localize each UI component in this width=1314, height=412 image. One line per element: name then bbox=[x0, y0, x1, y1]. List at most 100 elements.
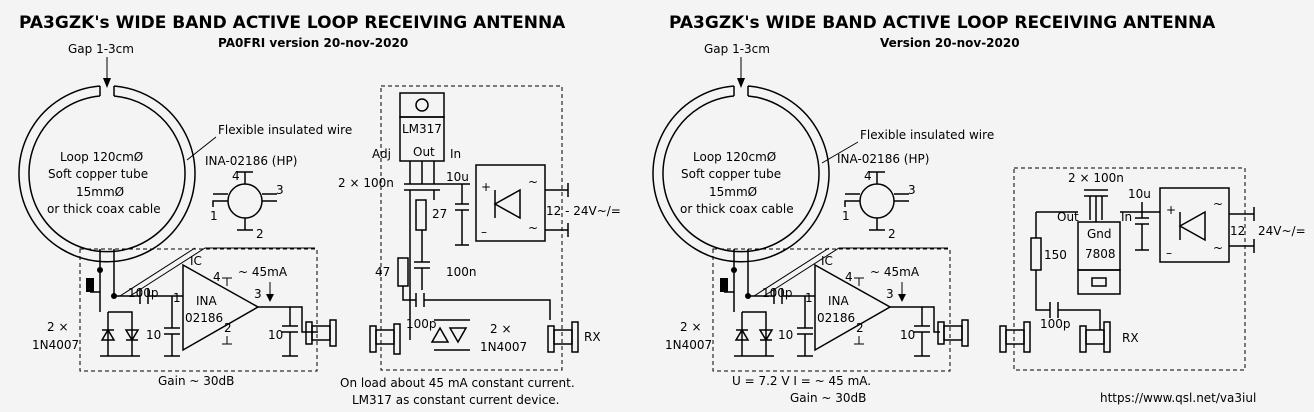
right-amp-pin-4: 4 bbox=[845, 270, 853, 284]
right-supply-label: 24V~/= bbox=[1258, 224, 1306, 238]
right-flex-wire-label: Flexible insulated wire bbox=[860, 128, 994, 142]
right-amp-pin-1: 1 bbox=[805, 291, 813, 305]
right-pin-4: 4 bbox=[864, 169, 872, 183]
left-bridge-plus-icon: + bbox=[481, 180, 491, 194]
left-input-cap bbox=[114, 288, 183, 304]
right-cap-10-b: 10 bbox=[900, 328, 915, 342]
left-diodes2-part: 1N4007 bbox=[480, 340, 527, 354]
right-amp-pin-3: 3 bbox=[886, 287, 894, 301]
left-cap-100n: 100n bbox=[446, 265, 477, 279]
left-bridge-ac1-icon: ~ bbox=[528, 175, 538, 189]
left-caps-2x100n: 2 × 100n bbox=[338, 176, 394, 190]
left-reg-out: Out bbox=[413, 145, 435, 159]
left-diodes-part: 1N4007 bbox=[32, 338, 79, 352]
right-cap-100p-2: 100p bbox=[1040, 317, 1071, 331]
right-ina-part-label: INA-02186 (HP) bbox=[837, 152, 929, 166]
left-loop bbox=[18, 85, 196, 263]
right-pin-3: 3 bbox=[908, 183, 916, 197]
left-pin-2: 2 bbox=[256, 227, 264, 241]
right-loop-line-3: 15mmØ bbox=[709, 185, 757, 199]
right-bridge-plus-icon: + bbox=[1166, 203, 1176, 217]
left-gap-arrowhead bbox=[103, 78, 111, 88]
left-psu-box bbox=[380, 85, 563, 371]
left-r27 bbox=[415, 199, 427, 231]
right-cap-10-a: 10 bbox=[778, 328, 793, 342]
right-gap-arrowhead bbox=[737, 78, 745, 88]
left-subtitle: PA0FRI version 20-nov-2020 bbox=[218, 36, 408, 50]
left-output-connector-icon bbox=[305, 319, 337, 347]
left-reg-in: In bbox=[450, 147, 461, 161]
left-r47-label: 47 bbox=[375, 265, 390, 279]
left-supply-label: 12 - 24V~/= bbox=[546, 204, 621, 218]
left-amp-pin-2: 2 bbox=[224, 321, 232, 335]
right-subtitle: Version 20-nov-2020 bbox=[880, 36, 1020, 50]
left-r27-label: 27 bbox=[432, 207, 447, 221]
right-rx-connector-icon bbox=[1079, 321, 1111, 353]
right-flex-wire-pointer bbox=[821, 141, 859, 164]
left-pin-1: 1 bbox=[210, 209, 218, 223]
right-ina-name-1: INA bbox=[828, 294, 850, 308]
left-cap-10-b: 10 bbox=[268, 328, 283, 342]
right-loop-line-2: Soft copper tube bbox=[681, 167, 781, 181]
left-r47 bbox=[397, 257, 409, 287]
left-ina-package-icon bbox=[212, 171, 277, 231]
right-7808-regulator bbox=[1077, 221, 1121, 295]
right-bridge-ac1-icon: ~ bbox=[1213, 197, 1223, 211]
left-flex-wire-pointer bbox=[186, 136, 217, 161]
right-output-connector-icon bbox=[937, 319, 969, 347]
right-pin-2: 2 bbox=[888, 227, 896, 241]
left-ina-name-2: 02186 bbox=[185, 311, 223, 325]
left-loop-line-1: Loop 120cmØ bbox=[60, 150, 143, 164]
right-ground-tab bbox=[720, 278, 728, 292]
left-bridge-rectifier bbox=[475, 164, 546, 242]
left-note-1: On load about 45 mA constant current. bbox=[340, 376, 575, 390]
left-lm317-regulator bbox=[399, 92, 445, 184]
left-cap-10-a: 10 bbox=[146, 328, 161, 342]
left-gain-label: Gain ~ 30dB bbox=[158, 374, 234, 388]
left-bridge-ac2-icon: ~ bbox=[528, 221, 538, 235]
left-input-connector-icon bbox=[369, 323, 401, 355]
right-diodes-part: 1N4007 bbox=[665, 338, 712, 352]
left-diodes2-count: 2 × bbox=[490, 322, 512, 336]
right-loop bbox=[652, 85, 830, 263]
right-amplifier-triangle bbox=[814, 263, 892, 352]
right-note-u: U = 7.2 V I = ~ 45 mA. bbox=[732, 374, 871, 388]
left-loop-line-2: Soft copper tube bbox=[48, 167, 148, 181]
right-r150 bbox=[1030, 237, 1042, 271]
right-bridge-ac2-icon: ~ bbox=[1213, 241, 1223, 255]
left-schematic: PA3GZK's WIDE BAND ACTIVE LOOP RECEIVING… bbox=[18, 13, 621, 407]
left-ground-tab bbox=[86, 278, 94, 292]
left-amp-pin-1: 1 bbox=[173, 291, 181, 305]
right-loop-line-1: Loop 120cmØ bbox=[693, 150, 776, 164]
right-reg-num: 7808 bbox=[1085, 247, 1116, 261]
left-current-label: ~ 45mA bbox=[238, 265, 288, 279]
right-gain-label: Gain ~ 30dB bbox=[790, 391, 866, 405]
right-reg-out: Out bbox=[1057, 210, 1079, 224]
left-rx-label: RX bbox=[584, 330, 601, 344]
left-cap-100p-2: 100p bbox=[406, 317, 437, 331]
right-loop-line-4: or thick coax cable bbox=[680, 202, 794, 216]
right-diodes-count: 2 × bbox=[680, 320, 702, 334]
left-pin-3: 3 bbox=[276, 183, 284, 197]
right-cap-10u: 10u bbox=[1128, 187, 1151, 201]
left-amplifier-triangle bbox=[182, 263, 260, 352]
right-schematic: PA3GZK's WIDE BAND ACTIVE LOOP RECEIVING… bbox=[652, 13, 1306, 405]
right-ina-package-icon bbox=[844, 171, 909, 231]
left-loop-line-4: or thick coax cable bbox=[47, 202, 161, 216]
left-amp-pin-3: 3 bbox=[254, 287, 262, 301]
left-rx-connector-icon bbox=[547, 321, 579, 353]
left-loop-feed bbox=[99, 249, 115, 296]
right-amp-box bbox=[712, 248, 951, 372]
left-pin-4: 4 bbox=[232, 169, 240, 183]
right-supply-num: 12 bbox=[1230, 224, 1245, 238]
right-gap-label: Gap 1-3cm bbox=[704, 42, 770, 56]
right-reg-in: In bbox=[1121, 210, 1132, 224]
right-ina-name-2: 02186 bbox=[817, 311, 855, 325]
left-ina-name-1: INA bbox=[196, 294, 218, 308]
right-title: PA3GZK's WIDE BAND ACTIVE LOOP RECEIVING… bbox=[669, 13, 1216, 33]
right-reg-gnd: Gnd bbox=[1087, 227, 1112, 241]
right-ic-label: IC bbox=[821, 254, 833, 268]
left-note-2: LM317 as constant current device. bbox=[352, 393, 560, 407]
left-diodes-count: 2 × bbox=[47, 320, 69, 334]
right-amp-pin-2: 2 bbox=[856, 321, 864, 335]
